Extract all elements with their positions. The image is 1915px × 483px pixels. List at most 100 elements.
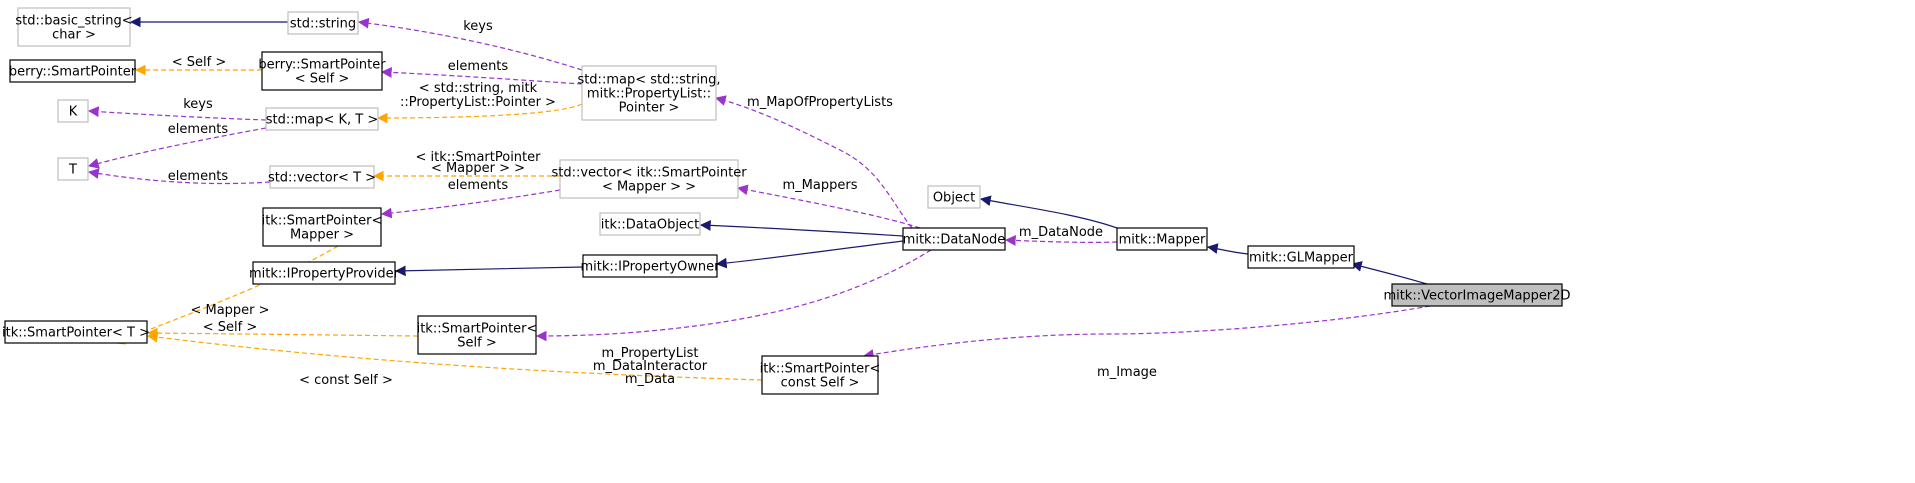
edge-e18 [715, 240, 904, 269]
class-node-mitk_ipo[interactable]: mitk::IPropertyOwner [581, 254, 721, 278]
class-node-K[interactable]: K [57, 99, 89, 123]
node-box [265, 107, 379, 131]
edge-label: keys [463, 19, 493, 34]
edge-e12 [736, 184, 921, 229]
node-label: Self > [457, 336, 496, 351]
class-node-mitk_mapper[interactable]: mitk::Mapper [1116, 227, 1208, 251]
class-node-basic_string[interactable]: std::basic_string<char > [15, 7, 133, 47]
class-node-std_vector_t[interactable]: std::vector< T > [268, 165, 376, 189]
node-box [1391, 283, 1563, 307]
class-node-mitk_glmapper[interactable]: mitk::GLMapper [1247, 245, 1355, 269]
edge-label: elements [448, 178, 509, 193]
class-node-mitk_datanode[interactable]: mitk::DataNode [902, 227, 1006, 251]
edge-e7 [376, 103, 583, 124]
node-label: T [68, 163, 77, 178]
node-box [582, 254, 718, 278]
node-box [902, 227, 1006, 251]
node-box [262, 207, 382, 247]
edge-e21 [146, 327, 419, 339]
node-label: itk::SmartPointer< T > [2, 326, 150, 341]
node-label: itk::SmartPointer< [760, 362, 881, 377]
edge-e14 [979, 195, 1118, 229]
class-node-itk_sp_t[interactable]: itk::SmartPointer< T > [2, 320, 150, 344]
node-label: Object [933, 191, 975, 206]
node-box [1247, 245, 1355, 269]
node-label: mitk::PropertyList:: [587, 87, 711, 102]
edges-layer [87, 16, 1431, 381]
edge-label: < Self > [203, 320, 258, 335]
class-node-itk_sp_mapper[interactable]: itk::SmartPointer<Mapper > [262, 207, 383, 247]
edge-label: elements [168, 122, 229, 137]
node-label: berry::SmartPointer [258, 58, 386, 73]
class-node-object[interactable]: Object [927, 185, 981, 209]
class-node-mitk_ipp[interactable]: mitk::IPropertyProvider [249, 261, 400, 285]
node-label: mitk::IPropertyProvider [249, 267, 400, 282]
node-label: std::map< std::string, [577, 73, 720, 88]
edge-label: m_PropertyList [602, 346, 699, 361]
node-label: Mapper > [290, 228, 354, 243]
node-box [599, 212, 701, 236]
class-node-berry_sp[interactable]: berry::SmartPointer [9, 59, 137, 83]
node-box [559, 159, 739, 199]
class-node-itk_sp_cself[interactable]: itk::SmartPointer<const Self > [760, 355, 881, 395]
class-node-std_map_props[interactable]: std::map< std::string,mitk::PropertyList… [577, 65, 721, 121]
node-label: std::map< K, T > [266, 113, 379, 128]
edge-e5 [87, 106, 267, 121]
node-label: mitk::DataNode [903, 233, 1006, 248]
node-box [927, 185, 981, 209]
node-label: berry::SmartPointer [9, 65, 137, 80]
node-label: K [69, 105, 78, 120]
edge-e8 [87, 168, 271, 185]
node-label: std::vector< T > [268, 171, 376, 186]
edge-e4 [380, 67, 583, 85]
node-label: mitk::Mapper [1119, 233, 1206, 248]
node-label: itk::DataObject [601, 218, 699, 233]
node-box [269, 165, 375, 189]
edge-e10 [380, 189, 561, 219]
edge-label: m_DataInteractor [593, 359, 708, 374]
class-node-T[interactable]: T [57, 157, 89, 181]
node-box [287, 11, 359, 35]
edge-e16 [1350, 261, 1428, 285]
edge-label: elements [448, 59, 509, 74]
class-node-berry_sp_self[interactable]: berry::SmartPointer< Self > [258, 51, 386, 91]
class-node-std_string[interactable]: std::string [287, 11, 359, 35]
edge-label: m_Mappers [783, 178, 858, 193]
edge-label: < std::string, mitk [419, 81, 538, 96]
class-node-itk_sp_self[interactable]: itk::SmartPointer<Self > [417, 315, 538, 355]
node-box [1116, 227, 1208, 251]
edge-e23 [535, 249, 932, 342]
node-box [761, 355, 879, 395]
node-label: mitk::IPropertyOwner [581, 260, 721, 275]
node-label: itk::SmartPointer< [417, 322, 538, 337]
node-box [581, 65, 717, 121]
node-box [4, 320, 148, 344]
node-label: const Self > [781, 376, 860, 391]
edge-e24 [862, 305, 1431, 360]
node-label: Pointer > [619, 101, 680, 116]
node-label: < Mapper > > [602, 180, 696, 195]
edge-e11 [714, 95, 913, 229]
edge-e22 [146, 331, 763, 381]
node-label: itk::SmartPointer< [262, 214, 383, 229]
node-label: char > [52, 28, 96, 43]
edge-label: m_Image [1097, 365, 1157, 380]
node-box [252, 261, 396, 285]
class-node-std_map_kt[interactable]: std::map< K, T > [265, 107, 379, 131]
node-label: std::string [290, 17, 356, 32]
class-node-mitk_vim2d[interactable]: mitk::VectorImageMapper2D [1383, 283, 1571, 307]
class-node-std_vector_sp[interactable]: std::vector< itk::SmartPointer< Mapper >… [551, 159, 747, 199]
node-label: < Self > [295, 72, 350, 87]
edge-label: < Self > [172, 55, 227, 70]
edge-e15 [1206, 243, 1249, 255]
edge-e3 [357, 17, 583, 71]
edge-label: < const Self > [299, 373, 393, 388]
edge-label: < Mapper > > [431, 161, 525, 176]
node-box [57, 157, 89, 181]
node-box [261, 51, 383, 91]
edge-e13 [699, 220, 904, 237]
class-node-itk_dataobject[interactable]: itk::DataObject [599, 212, 701, 236]
edge-label: m_Data [625, 372, 675, 387]
